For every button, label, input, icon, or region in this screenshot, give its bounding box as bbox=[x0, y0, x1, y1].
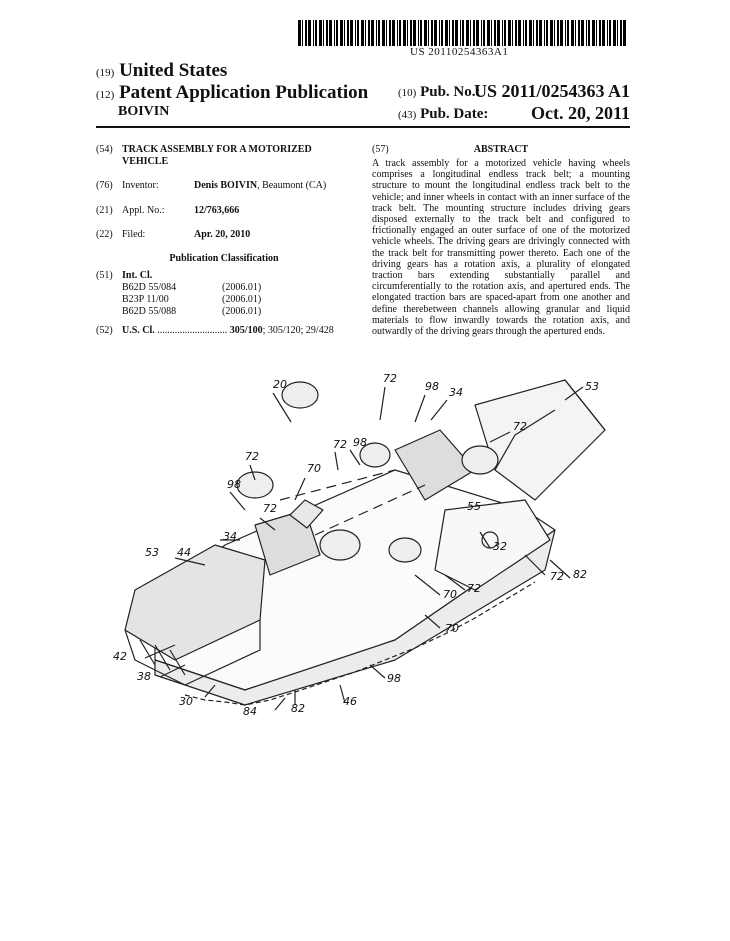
intcl-code: (51) bbox=[96, 270, 113, 281]
pub-no-label: Pub. No.: bbox=[420, 84, 481, 100]
reference-numeral: 98 bbox=[353, 436, 367, 449]
reference-numeral: 42 bbox=[113, 650, 127, 663]
uscl-code: (52) bbox=[96, 325, 113, 336]
reference-numeral: 34 bbox=[449, 386, 463, 399]
appl-number: 12/763,666 bbox=[194, 205, 240, 216]
pub-number-line: (10) Pub. No.: US 2011/0254363 A1 bbox=[398, 81, 630, 101]
abstract-text: A track assembly for a motorized vehicle… bbox=[372, 158, 630, 338]
reference-numeral: 44 bbox=[177, 546, 191, 559]
reference-numeral: 72 bbox=[333, 438, 347, 451]
barcode-number: US 20110254363A1 bbox=[410, 46, 509, 58]
reference-numeral: 98 bbox=[387, 672, 401, 685]
reference-numeral: 72 bbox=[467, 582, 481, 595]
pub-type: Patent Application Publication bbox=[119, 82, 369, 103]
reference-numeral: 53 bbox=[145, 546, 159, 559]
reference-numeral: 84 bbox=[243, 705, 257, 718]
inventor-field: (76) Inventor: Denis BOIVIN, Beaumont (C… bbox=[0, 180, 360, 192]
intcl-label: Int. Cl. bbox=[122, 270, 153, 281]
country-line: (19) United States bbox=[96, 60, 227, 82]
patent-title: TRACK ASSEMBLY FOR A MOTORIZED VEHICLE bbox=[122, 144, 312, 167]
intcl-code-1: B62D 55/084 bbox=[122, 282, 177, 293]
reference-numeral: 72 bbox=[263, 502, 277, 515]
reference-numeral: 70 bbox=[307, 462, 321, 475]
inventor-name: Denis BOIVIN bbox=[194, 180, 258, 191]
inventor-label: Inventor: bbox=[122, 180, 159, 191]
track-assembly-drawing: 20 72 98 34 53 72 98 72 70 72 72 34 98 44 53 70 72 82 32 72… bbox=[113, 372, 606, 718]
intcl-list: B62D 55/084 (2006.01) B23P 11/00 (2006.0… bbox=[0, 282, 360, 322]
pub-type-code: (12) bbox=[96, 89, 115, 101]
reference-numeral: 38 bbox=[137, 670, 151, 683]
filed-field: (22) Filed: Apr. 20, 2010 bbox=[0, 229, 360, 241]
uscl-dots: ............................ bbox=[157, 325, 228, 336]
filed-date: Apr. 20, 2010 bbox=[194, 229, 251, 240]
uscl-rest: ; 305/120; 29/428 bbox=[262, 325, 334, 336]
intcl-version-3: (2006.01) bbox=[222, 306, 262, 317]
header-rule bbox=[96, 126, 630, 128]
reference-numeral: 20 bbox=[273, 378, 287, 391]
pub-class-heading: Publication Classification bbox=[169, 253, 279, 264]
reference-numeral: 34 bbox=[223, 530, 237, 543]
inventor-value: Denis BOIVIN, Beaumont (CA) bbox=[194, 180, 326, 192]
reference-numeral: 98 bbox=[227, 478, 241, 491]
reference-numeral: 82 bbox=[573, 568, 587, 581]
uscl-field: (52) U.S. Cl. ..........................… bbox=[0, 325, 360, 337]
reference-numeral: 70 bbox=[443, 588, 457, 601]
barcode bbox=[298, 20, 626, 46]
inventor-code: (76) bbox=[96, 180, 113, 191]
appl-label: Appl. No.: bbox=[122, 205, 165, 216]
intcl-code-2: B23P 11/00 bbox=[122, 294, 169, 305]
title-code: (54) bbox=[96, 144, 113, 155]
country: United States bbox=[119, 60, 228, 81]
pub-number: US 2011/0254363 A1 bbox=[473, 81, 630, 101]
reference-numeral: 72 bbox=[245, 450, 259, 463]
reference-numeral: 82 bbox=[291, 702, 305, 715]
filed-label: Filed: bbox=[122, 229, 146, 240]
reference-numeral: 46 bbox=[343, 695, 357, 708]
reference-numeral: 72 bbox=[513, 420, 527, 433]
reference-numeral: 53 bbox=[585, 380, 599, 393]
reference-numeral: 32 bbox=[493, 540, 507, 553]
inventor-location: , Beaumont (CA) bbox=[257, 180, 327, 191]
reference-numeral: 72 bbox=[550, 570, 564, 583]
reference-numeral: 70 bbox=[445, 622, 459, 635]
filed-code: (22) bbox=[96, 229, 113, 240]
intcl-field: (51) Int. Cl. bbox=[0, 270, 360, 282]
pub-no-code: (10) bbox=[398, 87, 417, 99]
abstract-code: (57) bbox=[372, 144, 389, 155]
reference-numeral: 98 bbox=[425, 380, 439, 393]
appl-code: (21) bbox=[96, 205, 113, 216]
uscl-label: U.S. Cl. bbox=[122, 325, 155, 336]
pub-type-line: (12) Patent Application Publication bbox=[96, 82, 368, 104]
uscl-value: U.S. Cl. ............................ 30… bbox=[122, 325, 334, 337]
appl-field: (21) Appl. No.: 12/763,666 bbox=[0, 205, 360, 217]
abstract-heading: ABSTRACT bbox=[473, 144, 529, 155]
uscl-primary: 305/100 bbox=[229, 325, 263, 336]
intcl-version-2: (2006.01) bbox=[222, 294, 262, 305]
country-code: (19) bbox=[96, 67, 115, 79]
pub-date: Oct. 20, 2011 bbox=[531, 103, 630, 123]
reference-numeral: 55 bbox=[467, 500, 481, 513]
pub-date-code: (43) bbox=[398, 109, 417, 121]
reference-numeral: 72 bbox=[383, 372, 397, 385]
pub-date-label: Pub. Date: bbox=[420, 106, 489, 122]
intcl-version-1: (2006.01) bbox=[222, 282, 262, 293]
inventor-surname: BOIVIN bbox=[118, 104, 170, 119]
intcl-code-3: B62D 55/088 bbox=[122, 306, 177, 317]
reference-numeral: 30 bbox=[179, 695, 193, 708]
pub-date-line: (43) Pub. Date: Oct. 20, 2011 bbox=[398, 103, 630, 123]
